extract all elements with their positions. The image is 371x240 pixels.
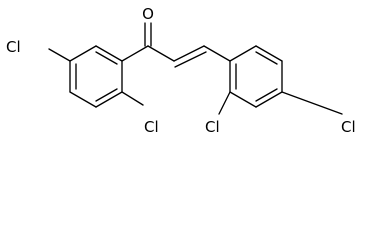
molecule-canvas: O Cl Cl Cl Cl bbox=[6, 5, 356, 136]
left-benzene-ring bbox=[69, 45, 123, 108]
bond-alpha-beta-1 bbox=[173, 45, 205, 62]
bond-r2-r3 bbox=[229, 91, 257, 108]
bond-right-ring-to-cl-ortho bbox=[218, 91, 231, 115]
chlorine-atom-label-ortho-right: Cl bbox=[205, 118, 220, 136]
bond-r5-r6 bbox=[255, 45, 283, 62]
bond-ring-to-carbonyl bbox=[121, 45, 149, 62]
bond-beta-to-ring bbox=[203, 45, 231, 62]
chlorine-atom-label-bottom-left: Cl bbox=[144, 118, 159, 136]
bond-c5-c6 bbox=[95, 91, 123, 108]
bond-r3-r4 bbox=[255, 91, 283, 108]
bond-left-ring-to-cl-bottom bbox=[121, 91, 144, 106]
bond-carbonyl-to-alpha bbox=[147, 45, 175, 62]
bond-right-ring-to-cl-para bbox=[281, 91, 343, 115]
bond-alpha-beta-2 bbox=[174, 51, 207, 68]
double-bond-inner-left-1 bbox=[95, 51, 118, 65]
chlorine-atom-label-top-left: Cl bbox=[6, 38, 21, 56]
chlorine-atom-label-para-right: Cl bbox=[341, 118, 356, 136]
double-bond-inner-right-3 bbox=[255, 51, 278, 65]
bond-left-ring-to-cl-top bbox=[48, 48, 71, 62]
chemical-structure-diagram: O Cl Cl Cl Cl bbox=[6, 5, 356, 136]
bond-c2-c3 bbox=[69, 45, 97, 62]
bond-r6-r1 bbox=[229, 45, 257, 62]
double-bond-inner-right-2 bbox=[255, 88, 278, 102]
oxygen-atom-label: O bbox=[142, 5, 154, 23]
bond-c1-c2 bbox=[95, 45, 123, 62]
right-benzene-ring bbox=[229, 45, 283, 108]
double-bond-inner-left-3 bbox=[95, 88, 118, 102]
bond-c4-c5 bbox=[69, 91, 97, 108]
